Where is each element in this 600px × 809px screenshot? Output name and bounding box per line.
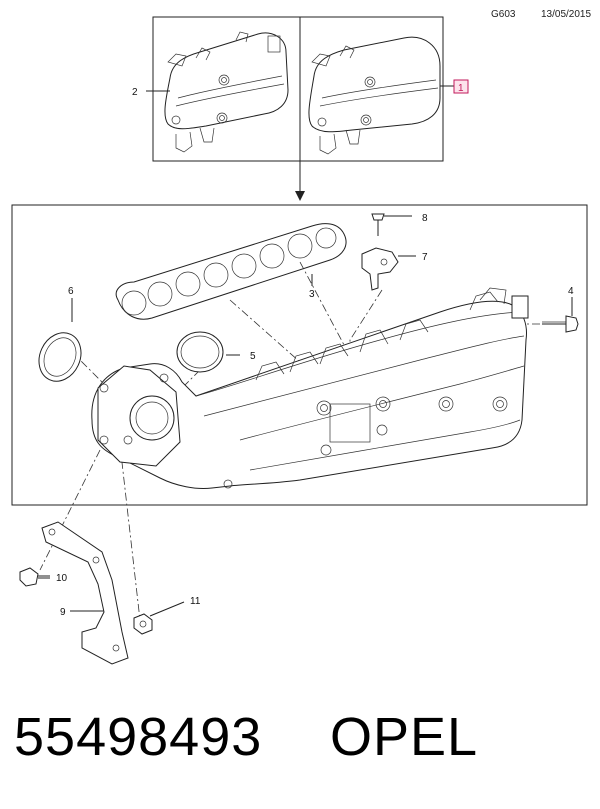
callout-3: 3 <box>309 289 315 300</box>
callout-4: 4 <box>568 286 574 297</box>
callout-8: 8 <box>422 213 428 224</box>
sensor-screw <box>371 213 385 236</box>
inset-box <box>152 16 444 201</box>
brand-name: OPEL <box>330 707 479 767</box>
bracket-bolt <box>19 567 50 587</box>
o-ring <box>176 331 224 373</box>
callout-1-box <box>453 79 469 94</box>
support-bracket <box>41 521 129 665</box>
callout-7: 7 <box>422 252 428 263</box>
map-sensor <box>361 247 399 291</box>
inset-manifold-right <box>308 36 441 155</box>
bracket-nut <box>133 613 153 635</box>
page-code: G603 <box>491 9 516 20</box>
callout-2: 2 <box>132 87 138 98</box>
callout-9: 9 <box>60 607 66 618</box>
callout-1: 1 <box>458 83 464 94</box>
callout-11: 11 <box>190 596 201 607</box>
inset-manifold-left <box>164 31 289 153</box>
callout-5: 5 <box>250 351 256 362</box>
callout-6: 6 <box>68 286 74 297</box>
intake-gasket <box>115 223 347 320</box>
intake-manifold <box>91 287 529 489</box>
part-number: 55498493 <box>14 707 263 767</box>
main-assembly-box <box>11 204 588 506</box>
seal-ring-large <box>38 332 82 382</box>
diagram-date: 13/05/2015 <box>541 9 592 20</box>
manifold-bolt <box>542 315 579 333</box>
callout-10: 10 <box>56 573 68 584</box>
